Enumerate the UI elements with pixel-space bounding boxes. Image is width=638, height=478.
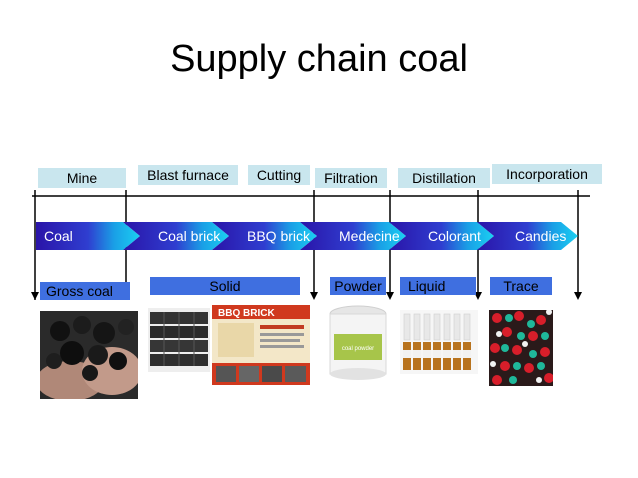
process-distillation: Distillation [398, 168, 490, 188]
product-bbq-brick: BBQ brick [247, 228, 311, 244]
process-filtration: Filtration [315, 168, 387, 188]
chevron-colorant [389, 222, 494, 250]
product-coal: Coal [44, 228, 73, 244]
chevron-bbq-brick [212, 222, 317, 250]
brick-pack-title: BBQ BRICK [218, 308, 275, 319]
product-candies: Candies [515, 228, 567, 244]
gross-coal-photo [40, 311, 138, 399]
powder-jar-label: coal powder [342, 346, 374, 352]
state-powder: Powder [330, 277, 386, 295]
product-medecine: Medecine [339, 228, 400, 244]
coal-powder-jar-photo: coal powder [326, 302, 390, 384]
colorant-vials-photo [400, 310, 478, 374]
page-title: Supply chain coal [170, 38, 468, 80]
chevron-candies [477, 222, 578, 250]
chevron-coal-brick [123, 222, 229, 250]
process-incorporation: Incorporation [492, 164, 602, 184]
state-gross-coal: Gross coal [40, 282, 130, 300]
process-cutting: Cutting [248, 165, 310, 185]
state-trace: Trace [490, 277, 552, 295]
process-mine: Mine [38, 168, 126, 188]
candies-photo [489, 310, 553, 386]
product-coal-brick: Coal brick [158, 228, 221, 244]
state-liquid: Liquid [400, 277, 476, 295]
state-solid: Solid [150, 277, 300, 295]
coal-brick-photo [148, 308, 210, 372]
process-blast-furnace: Blast furnace [138, 165, 238, 185]
bbq-brick-package-photo: BBQ BRICK [212, 305, 310, 385]
chevron-coal [36, 222, 140, 250]
chevron-medecine [300, 222, 406, 250]
product-colorant: Colorant [428, 228, 481, 244]
